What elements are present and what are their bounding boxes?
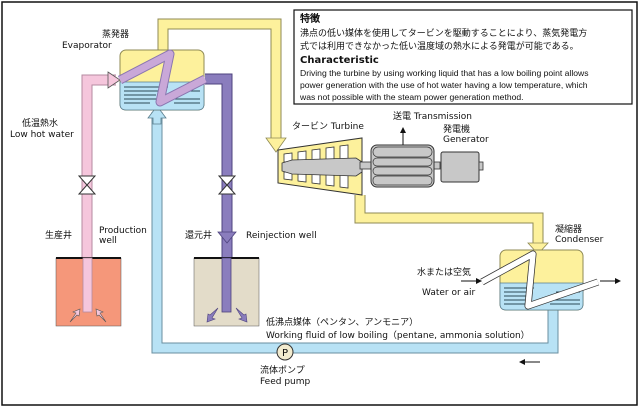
transmission-label: 送電 Transmission xyxy=(393,110,472,122)
reinjection-well-label-ja: 還元井 xyxy=(185,229,212,241)
vapor-pipe xyxy=(157,18,287,153)
water-or-air-label-ja: 水または空気 xyxy=(417,266,471,278)
turbine-label: タービン Turbine xyxy=(292,121,364,132)
turbine xyxy=(277,137,363,196)
low-hot-water-label-en: Low hot water xyxy=(10,130,74,140)
reinjection-valve xyxy=(217,175,237,195)
reinjection-arrow xyxy=(217,231,237,244)
characteristic-text-en-3: was not possible with the steam power ge… xyxy=(299,92,524,102)
outflow-arrow-right xyxy=(235,307,248,323)
pump-symbol: P xyxy=(282,348,288,359)
feed-pump-label-ja: 流体ポンプ xyxy=(260,364,305,376)
working-fluid-label-en: Working fluid of low boiling（pentane, am… xyxy=(266,330,530,341)
reinjection-well-label-en: Reinjection well xyxy=(246,231,317,241)
evaporator xyxy=(117,49,208,111)
characteristic-text-ja-2: 式では利用できなかった低い温度域の熱水による発電が可能である。 xyxy=(300,40,579,52)
production-well-label-en-2: well xyxy=(99,236,117,246)
condenser xyxy=(461,249,621,311)
hot-water-valve xyxy=(77,175,97,195)
characteristic-box: 特徴 沸点の低い媒体を使用してタービンを駆動することにより、蒸気発電方 式では利… xyxy=(293,9,633,105)
production-well-label-en-1: Production xyxy=(99,226,147,236)
hot-water-arrow xyxy=(107,71,121,89)
inflow-arrow-left xyxy=(69,308,81,323)
feed-pump: P xyxy=(276,343,294,361)
condenser-label-en: Condenser xyxy=(555,235,604,245)
characteristic-text-en-1: Driving the turbine by using working liq… xyxy=(300,68,589,78)
exhaust-arrow-down xyxy=(527,242,549,255)
evaporator-label-ja: 蒸発器 xyxy=(102,28,129,40)
turbine-rotor xyxy=(281,157,363,177)
characteristic-title-ja: 特徴 xyxy=(300,12,321,25)
reinjection-well xyxy=(193,257,260,327)
vapor-arrow-down xyxy=(265,137,287,153)
reinjection-pipe xyxy=(205,73,237,305)
exhaust-pipe xyxy=(354,195,549,255)
inflow-arrow-right xyxy=(95,308,107,323)
feed-pump-label-en: Feed pump xyxy=(260,377,311,387)
generator xyxy=(370,127,484,188)
evaporator-label-en: Evaporator xyxy=(62,41,112,51)
exciter xyxy=(440,151,480,183)
low-hot-water-label-ja: 低温熱水 xyxy=(22,117,58,129)
hot-water-pipe xyxy=(81,71,121,318)
water-or-air-label-en: Water or air xyxy=(422,288,476,298)
characteristic-text-en-2: power generation with the use of hot wat… xyxy=(300,80,588,90)
characteristic-text-ja-1: 沸点の低い媒体を使用してタービンを駆動することにより、蒸気発電方 xyxy=(300,27,587,39)
characteristic-title-en: Characteristic xyxy=(300,55,379,66)
production-well xyxy=(55,257,122,327)
generator-label-en: Generator xyxy=(443,135,489,145)
outflow-arrow-left xyxy=(206,307,219,323)
working-fluid-label-ja: 低沸点媒体（ペンタン、アンモニア） xyxy=(266,316,418,328)
generator-label-ja: 発電機 xyxy=(443,123,470,135)
production-well-label-ja: 生産井 xyxy=(45,229,72,241)
condenser-label-ja: 凝縮器 xyxy=(555,223,582,235)
